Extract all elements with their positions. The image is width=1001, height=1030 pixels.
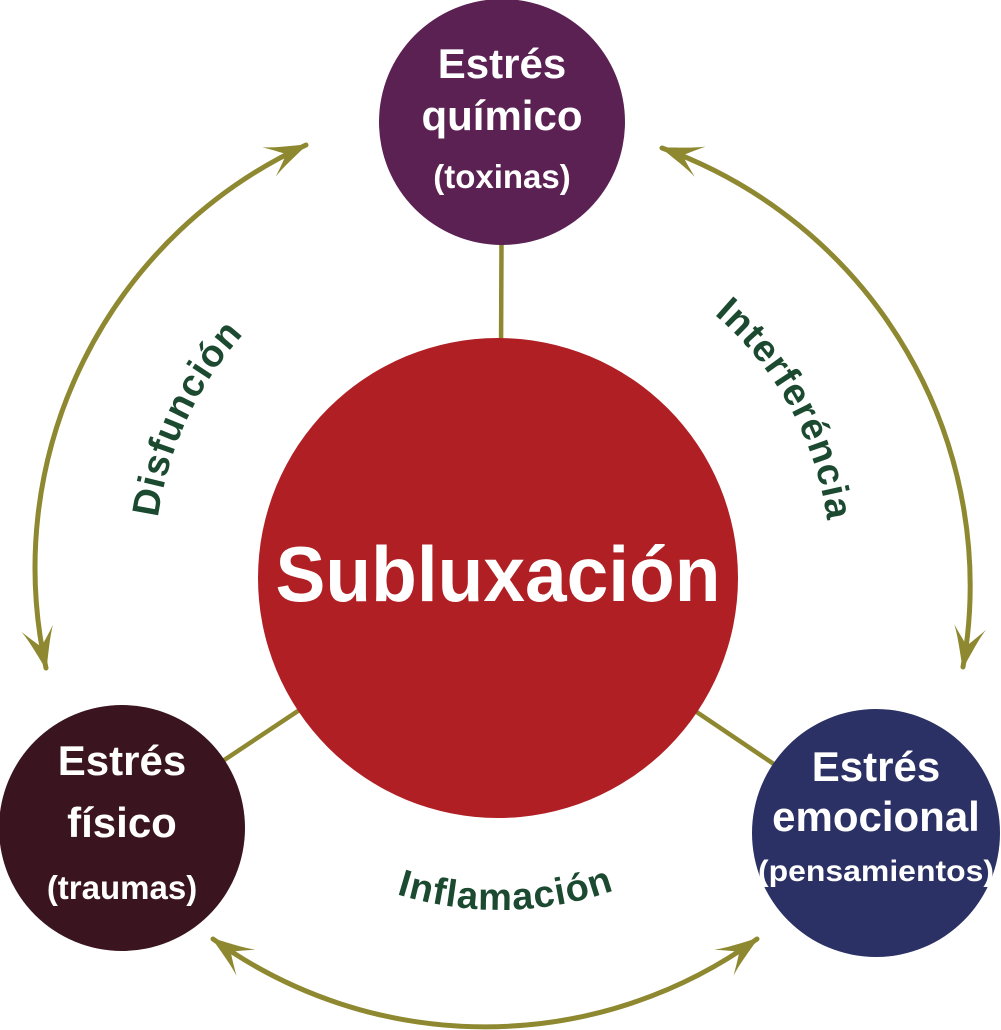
node-chemical-line2: químico	[421, 92, 582, 139]
node-physical-line1: Estrés	[58, 737, 186, 784]
node-emotional-line2: emocional	[772, 793, 980, 840]
node-emotional-sub: (pensamientos)	[758, 855, 994, 888]
arrow-arc-physical-emotional	[210, 936, 760, 1030]
arrow-arc-chemical-emotional	[659, 145, 986, 670]
center-node-label: Subluxación	[276, 530, 721, 618]
node-physical-sub: (traumas)	[47, 869, 197, 906]
node-physical-circle	[0, 705, 245, 951]
arrow-arc-physical-chemical	[21, 142, 309, 671]
node-chemical-line1: Estrés	[438, 40, 566, 87]
edge-label-disfuncion: Disfunción	[125, 312, 251, 519]
node-physical-line2: físico	[67, 799, 177, 846]
node-chemical-sub: (toxinas)	[433, 158, 571, 195]
edge-label-interferencia: Interferéncia	[708, 290, 860, 523]
node-subluxacion-circle	[258, 338, 738, 818]
node-emotional-circle	[752, 709, 1000, 957]
node-chemical-circle	[379, 0, 625, 245]
edge-label-inflamacion: Inflamación	[394, 859, 618, 919]
node-emotional-line1: Estrés	[812, 743, 940, 790]
